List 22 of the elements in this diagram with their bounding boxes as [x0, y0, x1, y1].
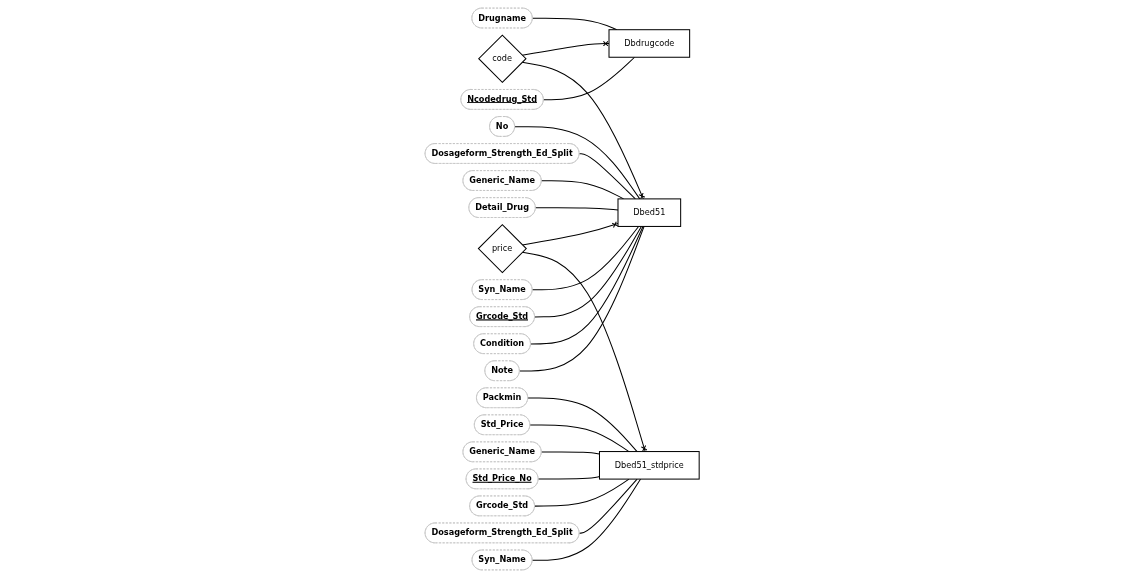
- connector: [534, 225, 643, 318]
- node-box: Dbdrugcode: [608, 29, 691, 58]
- connector: [543, 56, 636, 101]
- connector: [534, 478, 630, 507]
- connector: [522, 40, 610, 56]
- connector: [579, 478, 638, 534]
- connector: [532, 478, 642, 561]
- connector: [579, 153, 637, 200]
- connector: [532, 225, 640, 291]
- node-diamond: price: [478, 223, 528, 274]
- connector: [519, 225, 645, 372]
- connector: [527, 397, 638, 453]
- connector: [529, 424, 630, 453]
- connector: [530, 225, 644, 345]
- connector: [514, 126, 641, 200]
- connector: [522, 61, 646, 200]
- node-diamond: code: [478, 34, 528, 84]
- connector: [535, 207, 619, 211]
- connector: [522, 221, 619, 246]
- node-box: Dbed51: [617, 198, 682, 227]
- node-box: Dbed51_stdprice: [599, 451, 701, 480]
- connector: [522, 251, 648, 453]
